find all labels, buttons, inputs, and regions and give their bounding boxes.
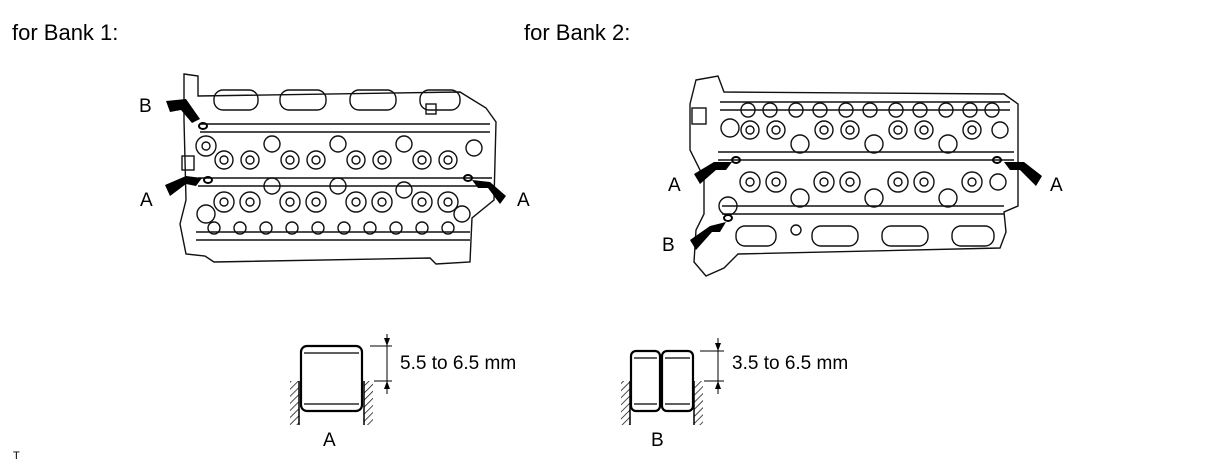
bank1-callout-a-right: A [517, 190, 530, 211]
bank1-callout-a-left: A [140, 190, 153, 211]
pin-a-dimension: 5.5 to 6.5 mm [400, 353, 517, 374]
pin-b-dimension: 3.5 to 6.5 mm [732, 353, 849, 374]
pin-b-label: B [651, 430, 664, 451]
bank2-heading: for Bank 2: [524, 20, 631, 45]
bank2-callout-a-right: A [1050, 175, 1063, 196]
pin-a-label: A [323, 430, 336, 451]
bank1-callout-b: B [139, 96, 152, 117]
bank2-callout-a-left: A [668, 175, 681, 196]
bank2-callout-b: B [662, 235, 675, 256]
corner-mark: T [13, 450, 20, 462]
bank1-heading: for Bank 1: [12, 20, 119, 45]
